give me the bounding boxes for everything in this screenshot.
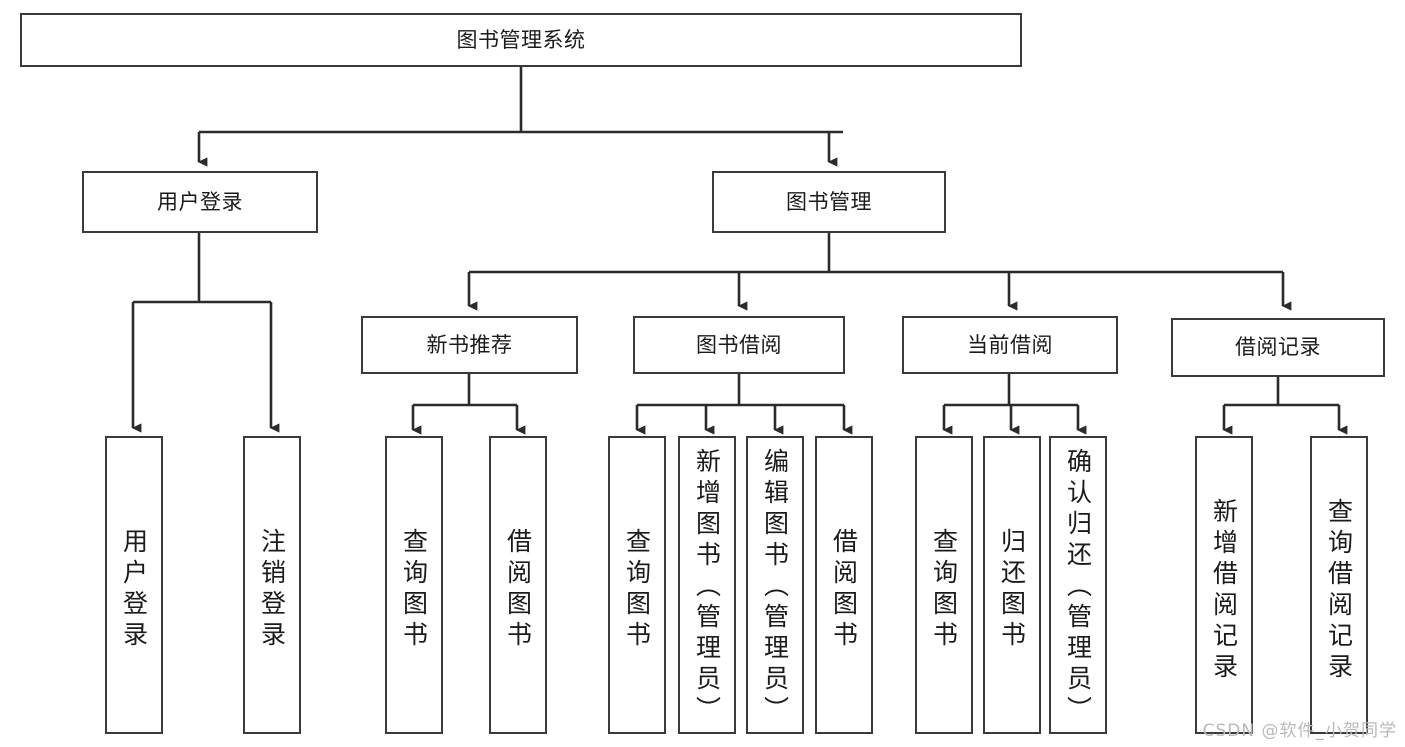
leaf-logout-login[interactable]: 注销登录 bbox=[243, 436, 301, 734]
node-borrow-record-label: 借阅记录 bbox=[1235, 335, 1321, 360]
leaf-confirm-return[interactable]: 确认归还（管理员） bbox=[1049, 436, 1107, 734]
leaf-return-book[interactable]: 归还图书 bbox=[983, 436, 1041, 734]
leaf-query-book-1[interactable]: 查询图书 bbox=[385, 436, 443, 734]
node-new-book-rec[interactable]: 新书推荐 bbox=[361, 316, 578, 374]
node-book-manage[interactable]: 图书管理 bbox=[712, 171, 946, 233]
node-current-borrow-label: 当前借阅 bbox=[967, 332, 1053, 357]
leaf-add-book-label: 新增图书（管理员） bbox=[692, 448, 722, 727]
node-root[interactable]: 图书管理系统 bbox=[20, 13, 1022, 67]
node-current-borrow[interactable]: 当前借阅 bbox=[902, 316, 1118, 374]
node-user-login[interactable]: 用户登录 bbox=[82, 171, 318, 233]
leaf-query-book-3-label: 查询图书 bbox=[929, 528, 959, 652]
leaf-borrow-book-2[interactable]: 借阅图书 bbox=[815, 436, 873, 734]
leaf-add-book[interactable]: 新增图书（管理员） bbox=[678, 436, 736, 734]
leaf-edit-book-label: 编辑图书（管理员） bbox=[760, 448, 790, 727]
leaf-add-record[interactable]: 新增借阅记录 bbox=[1195, 436, 1253, 734]
leaf-borrow-book-2-label: 借阅图书 bbox=[829, 528, 859, 652]
leaf-query-book-2[interactable]: 查询图书 bbox=[608, 436, 666, 734]
leaf-query-book-3[interactable]: 查询图书 bbox=[915, 436, 973, 734]
leaf-query-record-label: 查询借阅记录 bbox=[1324, 498, 1354, 684]
leaf-edit-book[interactable]: 编辑图书（管理员） bbox=[746, 436, 804, 734]
leaf-query-book-2-label: 查询图书 bbox=[622, 528, 652, 652]
leaf-borrow-book-1-label: 借阅图书 bbox=[503, 528, 533, 652]
leaf-add-record-label: 新增借阅记录 bbox=[1209, 498, 1239, 684]
leaf-query-record[interactable]: 查询借阅记录 bbox=[1310, 436, 1368, 734]
leaf-user-login[interactable]: 用户登录 bbox=[105, 436, 163, 734]
leaf-logout-login-label: 注销登录 bbox=[257, 528, 287, 652]
leaf-borrow-book-1[interactable]: 借阅图书 bbox=[489, 436, 547, 734]
node-root-label: 图书管理系统 bbox=[456, 27, 586, 52]
leaf-user-login-label: 用户登录 bbox=[119, 528, 149, 652]
leaf-return-book-label: 归还图书 bbox=[997, 528, 1027, 652]
node-new-book-rec-label: 新书推荐 bbox=[426, 332, 513, 357]
node-book-borrow[interactable]: 图书借阅 bbox=[633, 316, 845, 374]
node-book-manage-label: 图书管理 bbox=[786, 189, 872, 214]
leaf-confirm-return-label: 确认归还（管理员） bbox=[1063, 448, 1093, 727]
node-borrow-record[interactable]: 借阅记录 bbox=[1171, 318, 1385, 377]
node-user-login-label: 用户登录 bbox=[157, 189, 243, 214]
leaf-query-book-1-label: 查询图书 bbox=[399, 528, 429, 652]
node-book-borrow-label: 图书借阅 bbox=[696, 332, 782, 357]
